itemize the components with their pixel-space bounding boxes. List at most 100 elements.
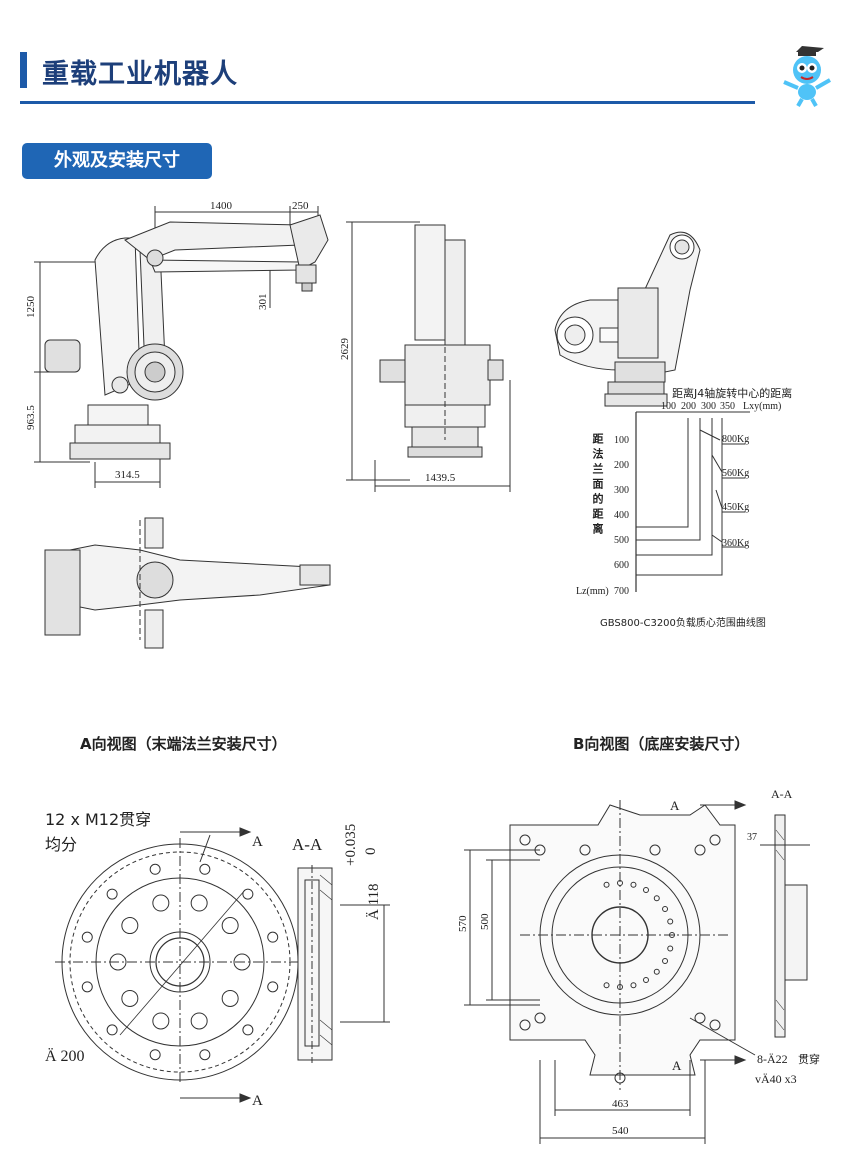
dim-37: 37 — [747, 832, 757, 843]
flange-holes — [81, 863, 279, 1061]
robot-front-view — [346, 221, 511, 492]
base-pcd-hole — [617, 880, 623, 886]
dim-2629: 2629 — [339, 338, 351, 361]
y-tick-500: 500 — [614, 535, 629, 546]
flange-bolt-hole — [106, 888, 118, 900]
dim-500: 500 — [479, 913, 491, 930]
b-section-label-aa: A-A — [771, 787, 793, 801]
flange-inner-hole — [121, 917, 139, 935]
base-mount-hole — [709, 1019, 721, 1031]
base-mount-hole — [519, 834, 531, 846]
flange-bolt-hole — [81, 981, 93, 993]
y-axis-label: 距法兰面的距离 — [591, 433, 604, 538]
dim-250: 250 — [292, 200, 309, 212]
flange-inner-hole — [190, 894, 208, 912]
y-tick-200: 200 — [614, 460, 629, 471]
view-a-caption: A向视图（末端法兰安装尺寸） — [80, 735, 287, 753]
base-pcd-hole — [667, 918, 674, 925]
base-pcd-hole — [667, 945, 674, 952]
base-pcd-hole — [603, 881, 610, 888]
section-label-aa: A-A — [292, 835, 323, 854]
b-holes-note-line2: vÄ40 x3 — [755, 1072, 797, 1086]
base-pcd-hole — [617, 984, 623, 990]
b-section-mark-bottom: A — [672, 1058, 682, 1073]
dim-570: 570 — [457, 915, 469, 932]
load-chart — [635, 411, 750, 592]
base-pcd-hole — [630, 881, 637, 888]
load-450kg: 450Kg — [722, 502, 749, 513]
base-pcd-hole — [662, 958, 669, 964]
dim-963-5: 963.5 — [25, 405, 37, 430]
y-tick-100: 100 — [614, 435, 629, 446]
y-tick-400: 400 — [614, 510, 629, 521]
base-pcd-hole — [643, 977, 649, 984]
load-chart-caption: GBS800-C3200负载质心范围曲线图 — [600, 616, 766, 629]
flange-inner-hole — [109, 953, 127, 971]
dim-301: 301 — [257, 294, 269, 311]
section-mark-top: A — [252, 834, 263, 850]
robot-side-view — [34, 206, 329, 488]
b-section-mark-top: A — [670, 798, 680, 813]
load-chart-title: 距离J4轴旋转中心的距离 — [672, 386, 792, 400]
load-800kg: 800Kg — [722, 434, 749, 445]
tolerance-lower: 0 — [363, 848, 379, 856]
flange-bolt-hole — [199, 1049, 211, 1061]
y-tick-300: 300 — [614, 485, 629, 496]
robot-top-view — [44, 517, 331, 649]
holes-note-line1: 12 x M12贯穿 — [45, 810, 151, 829]
flange-inner-hole — [152, 1012, 170, 1030]
base-pcd-hole — [653, 895, 660, 902]
base-mount-hole — [649, 844, 661, 856]
dim-1400: 1400 — [210, 200, 233, 212]
holes-note-line2: 均分 — [45, 835, 77, 854]
flange-inner-hole — [190, 1012, 208, 1030]
flange-bolt-hole — [81, 931, 93, 943]
dim-314-5: 314.5 — [115, 469, 140, 481]
load-560kg: 560Kg — [722, 468, 749, 479]
base-view-b — [464, 800, 810, 1144]
base-mount-hole — [534, 844, 546, 856]
header-accent-bar — [20, 52, 27, 88]
base-mount-hole — [579, 844, 591, 856]
load-360kg: 360Kg — [722, 538, 749, 549]
base-pcd-hole — [643, 886, 649, 893]
dia-118: Ä 118 — [365, 883, 382, 920]
base-pcd-hole — [603, 982, 610, 989]
page-title: 重载工业机器人 — [42, 59, 238, 90]
section-tab: 外观及安装尺寸 — [22, 143, 212, 179]
base-mount-hole — [694, 1012, 706, 1024]
flange-inner-hole — [221, 917, 239, 935]
x-tick-350: 350 — [720, 401, 735, 412]
flange-bolt-hole — [267, 931, 279, 943]
base-pcd-hole — [630, 982, 637, 989]
flange-view-a — [55, 827, 390, 1103]
view-b-caption: B向视图（底座安装尺寸） — [573, 735, 750, 753]
base-mount-hole — [614, 1072, 626, 1084]
flange-inner-hole — [233, 953, 251, 971]
wrist-detail — [554, 231, 701, 407]
y-tick-700: 700 — [614, 586, 629, 597]
b-holes-note-line1: 8-Ä22 — [757, 1052, 788, 1066]
base-mount-hole — [694, 844, 706, 856]
flange-bolt-hole — [149, 863, 161, 875]
flange-bolt-hole — [106, 1024, 118, 1036]
flange-bolt-hole — [149, 1049, 161, 1061]
tolerance-upper: +0.035 — [343, 824, 359, 866]
robot-mascot-icon — [783, 46, 831, 107]
flange-bolt-hole — [199, 863, 211, 875]
dim-463: 463 — [612, 1098, 629, 1110]
flange-inner-hole — [152, 894, 170, 912]
x-tick-200: 200 — [681, 401, 696, 412]
base-mount-hole — [519, 1019, 531, 1031]
base-holes — [519, 834, 721, 1084]
flange-inner-hole — [221, 989, 239, 1007]
base-pcd-hole — [662, 906, 669, 912]
dim-540: 540 — [612, 1125, 629, 1137]
base-mount-hole — [709, 834, 721, 846]
flange-bolt-hole — [242, 1024, 254, 1036]
b-holes-through: 贯穿 — [798, 1052, 820, 1066]
flange-bolt-hole — [242, 888, 254, 900]
base-pcd-hole — [669, 932, 675, 938]
y-tick-600: 600 — [614, 560, 629, 571]
